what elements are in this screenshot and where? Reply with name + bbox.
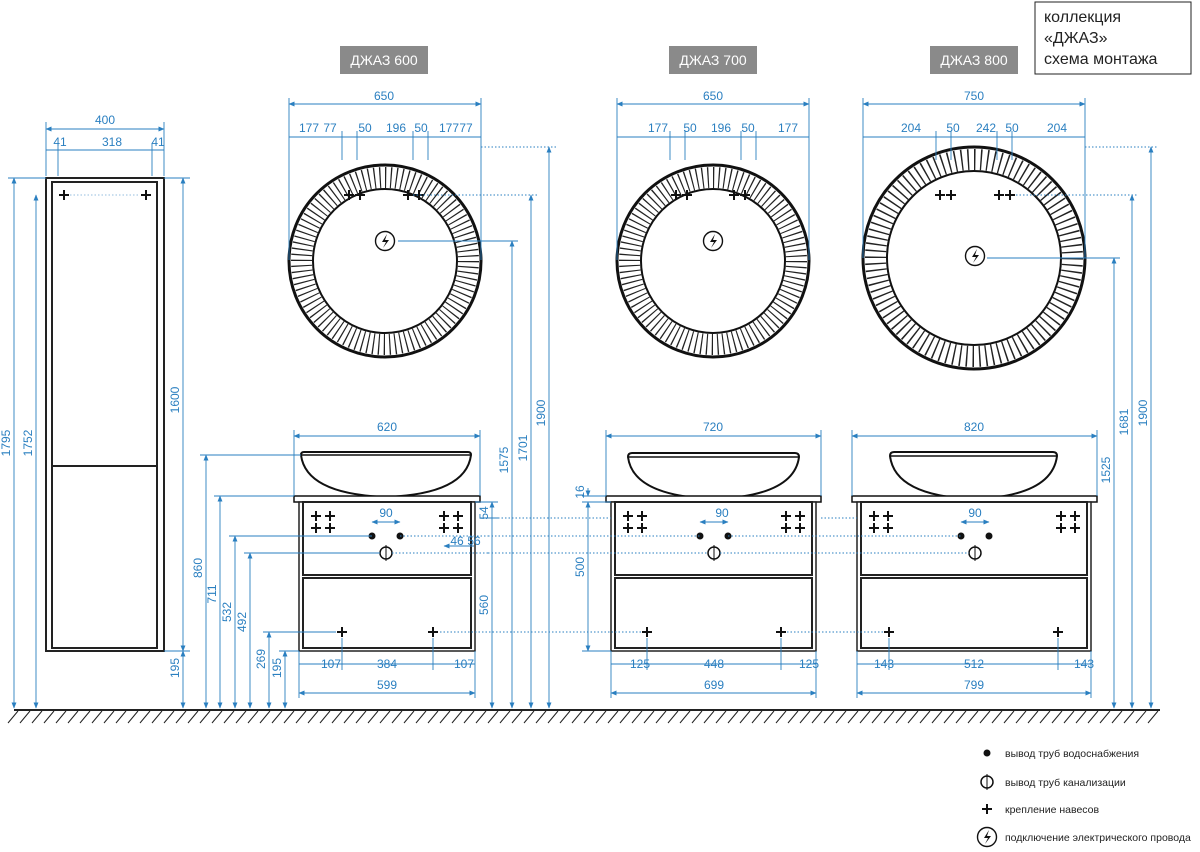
dim-cabinet-height-body: 1600 bbox=[168, 386, 182, 413]
dim-vanity-600-top: 620 bbox=[377, 420, 397, 434]
dimension-lines bbox=[8, 98, 1158, 709]
dim-vanity-600-h-269: 269 bbox=[254, 649, 268, 669]
dim-mirror-600-mount: 1701 bbox=[516, 434, 530, 461]
water-dot-icon bbox=[985, 532, 993, 540]
legend-electric: подключение электрического провода bbox=[1005, 832, 1191, 844]
dim-vanity-700-top: 720 bbox=[703, 420, 723, 434]
dim-mirror-600-seg: 177 bbox=[439, 121, 459, 135]
dim-mirror-800-seg: 50 bbox=[946, 121, 960, 135]
dim-vanity-700-leg-right: 125 bbox=[799, 657, 819, 671]
water-dot-icon bbox=[957, 532, 965, 540]
dim-tap-600: 90 bbox=[379, 506, 393, 520]
dim-vanity-600-h-195: 195 bbox=[270, 658, 284, 678]
dim-mirror-800-seg: 204 bbox=[901, 121, 921, 135]
dim-pipe-a: 46 bbox=[450, 534, 464, 548]
dim-vanity-600-leg-right: 107 bbox=[454, 657, 474, 671]
model-tabs: ДЖАЗ 600 ДЖАЗ 700 ДЖАЗ 800 bbox=[340, 46, 1018, 74]
dim-vanity-700-body: 699 bbox=[704, 678, 724, 692]
dimension-labels: 400 41 318 41 1795 1752 1600 195 650 177… bbox=[0, 89, 1150, 692]
electric-icon bbox=[374, 230, 396, 252]
water-dot-icon bbox=[696, 532, 704, 540]
dim-mirror-600-seg: 77 bbox=[459, 121, 473, 135]
dim-vanity-700-h-500: 500 bbox=[573, 557, 587, 577]
dim-cabinet-width: 400 bbox=[95, 113, 115, 127]
title-line-1: коллекция bbox=[1044, 9, 1121, 26]
dim-tap-700: 90 bbox=[715, 506, 729, 520]
mirror-700 bbox=[615, 163, 811, 359]
dim-mirror-600-seg: 177 bbox=[299, 121, 319, 135]
legend-drain: вывод труб канализации bbox=[1005, 777, 1126, 789]
electric-icon bbox=[976, 826, 998, 848]
model-tab-700: ДЖАЗ 700 bbox=[679, 52, 747, 68]
dim-mirror-800-mount: 1681 bbox=[1117, 408, 1131, 435]
vanity-800 bbox=[851, 451, 1098, 652]
dim-mirror-600-seg: 77 bbox=[323, 121, 337, 135]
electric-icon bbox=[964, 245, 986, 267]
model-tab-600: ДЖАЗ 600 bbox=[350, 52, 418, 68]
dim-mirror-800-top: 1900 bbox=[1136, 399, 1150, 426]
title-line-3: схема монтажа bbox=[1044, 51, 1158, 68]
dim-vanity-700-leg-mid: 448 bbox=[704, 657, 724, 671]
mount-cross-icon bbox=[981, 803, 993, 815]
dim-mirror-800-seg: 204 bbox=[1047, 121, 1067, 135]
dim-vanity-800-leg-right: 143 bbox=[1074, 657, 1094, 671]
dim-vanity-600-body: 599 bbox=[377, 678, 397, 692]
water-dot-icon bbox=[983, 749, 991, 757]
dim-mirror-700-seg: 177 bbox=[778, 121, 798, 135]
dim-vanity-700-h-16: 16 bbox=[573, 485, 587, 499]
dim-mirror-800-socket: 1525 bbox=[1099, 456, 1113, 483]
dim-mirror-700-seg: 196 bbox=[711, 121, 731, 135]
dim-vanity-800-leg-mid: 512 bbox=[964, 657, 984, 671]
dim-cabinet-inner: 318 bbox=[102, 135, 122, 149]
vanity-600 bbox=[293, 451, 481, 652]
dim-cabinet-height-floor: 195 bbox=[168, 658, 182, 678]
dim-mirror-600-width: 650 bbox=[374, 89, 394, 103]
dim-vanity-600-h-492: 492 bbox=[235, 612, 249, 632]
dim-vanity-600-h-total: 860 bbox=[191, 558, 205, 578]
dim-mirror-700-width: 650 bbox=[703, 89, 723, 103]
dim-mirror-800-seg: 50 bbox=[1005, 121, 1019, 135]
legend-water: вывод труб водоснабжения bbox=[1005, 748, 1139, 760]
dim-mirror-700-seg: 177 bbox=[648, 121, 668, 135]
dim-mirror-600-top: 1900 bbox=[534, 399, 548, 426]
dim-vanity-600-h-560: 560 bbox=[477, 595, 491, 615]
legend-mount: крепление навесов bbox=[1005, 804, 1099, 816]
dim-cabinet-side-left: 41 bbox=[53, 135, 67, 149]
electric-icon bbox=[702, 230, 724, 252]
title-line-2: «ДЖАЗ» bbox=[1044, 30, 1108, 47]
vanity-700 bbox=[605, 452, 822, 652]
legend: вывод труб водоснабжения вывод труб кана… bbox=[976, 748, 1191, 848]
dim-vanity-600-leg-left: 107 bbox=[321, 657, 341, 671]
title-block: коллекция «ДЖАЗ» схема монтажа bbox=[1034, 1, 1192, 75]
dim-cabinet-side-right: 41 bbox=[151, 135, 165, 149]
dim-cabinet-height-total: 1795 bbox=[0, 429, 13, 456]
dim-mirror-700-seg: 50 bbox=[683, 121, 697, 135]
floor bbox=[7, 709, 1160, 724]
mirror-600 bbox=[287, 163, 483, 359]
dim-mirror-800-seg: 242 bbox=[976, 121, 996, 135]
dim-vanity-800-leg-left: 143 bbox=[874, 657, 894, 671]
dim-vanity-800-top: 820 bbox=[964, 420, 984, 434]
dim-vanity-600-h-532: 532 bbox=[220, 602, 234, 622]
dim-mirror-600-seg: 50 bbox=[358, 121, 372, 135]
dim-mirror-700-seg: 50 bbox=[741, 121, 755, 135]
dim-pipe-b: 56 bbox=[467, 534, 481, 548]
dim-vanity-700-leg-left: 125 bbox=[630, 657, 650, 671]
dim-vanity-600-h-711: 711 bbox=[205, 584, 219, 603]
model-tab-800: ДЖАЗ 800 bbox=[940, 52, 1008, 68]
dim-vanity-800-body: 799 bbox=[964, 678, 984, 692]
dim-mirror-800-width: 750 bbox=[964, 89, 984, 103]
dim-vanity-600-leg-mid: 384 bbox=[377, 657, 397, 671]
dim-tap-800: 90 bbox=[968, 506, 982, 520]
dim-cabinet-height-mount: 1752 bbox=[21, 429, 35, 456]
dim-mirror-600-socket: 1575 bbox=[497, 446, 511, 473]
pencil-cabinet bbox=[45, 177, 165, 652]
dim-mirror-600-seg: 196 bbox=[386, 121, 406, 135]
dim-mirror-600-seg: 50 bbox=[414, 121, 428, 135]
dim-vanity-600-h-54: 54 bbox=[477, 506, 491, 520]
